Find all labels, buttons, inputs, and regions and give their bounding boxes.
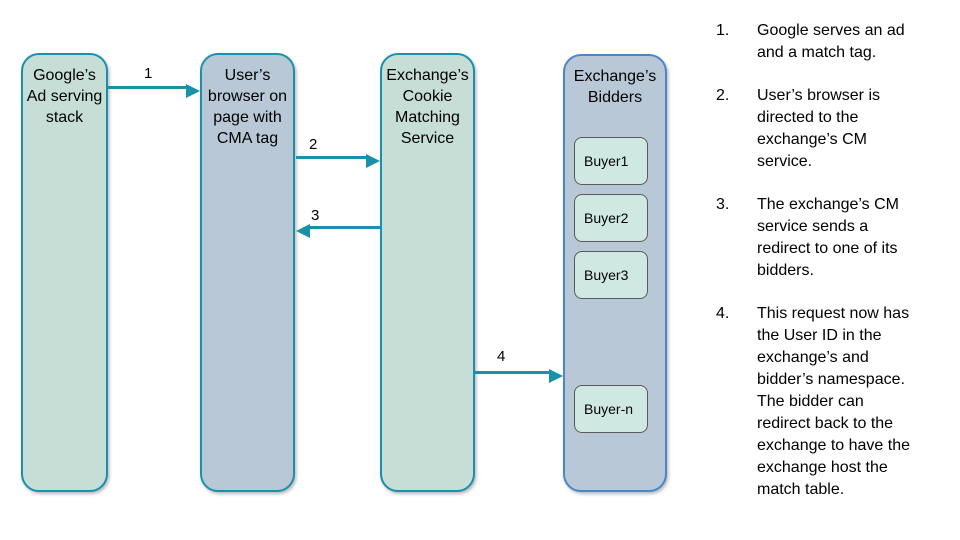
buyer-box-3-label: Buyer3 [584, 267, 629, 283]
buyer-box-n: Buyer-n [574, 385, 648, 433]
arrow-2 [296, 153, 380, 168]
arrow-3 [296, 223, 380, 238]
step-4-text: This request now has the User ID in the … [757, 305, 911, 498]
step-3-number: 3. [716, 196, 730, 213]
arrow-3-label: 3 [311, 207, 320, 224]
buyer-box-1: Buyer1 [574, 137, 648, 185]
node-cookie-matching-service: Exchange’s Cookie Matching Service [380, 53, 475, 492]
buyer-box-1-label: Buyer1 [584, 153, 629, 169]
step-item-4: 4. This request now has the User ID in t… [716, 303, 944, 501]
buyer-box-2-label: Buyer2 [584, 210, 629, 226]
step-3-text: The exchange’s CM service sends a redire… [757, 196, 899, 279]
node-google-ad-serving-label: Google’s Ad serving stack [26, 67, 103, 126]
arrow-1-label: 1 [144, 65, 153, 82]
arrow-1 [108, 83, 200, 98]
buyer-box-2: Buyer2 [574, 194, 648, 242]
node-exchange-bidders-label: Exchange’s Bidders [573, 68, 657, 106]
buyer-box-n-label: Buyer-n [584, 401, 634, 417]
step-2-number: 2. [716, 87, 730, 104]
step-item-2: 2. User’s browser is directed to the exc… [716, 85, 944, 173]
steps-panel: 1. Google serves an ad and a match tag. … [716, 20, 944, 501]
arrow-2-label: 2 [309, 136, 318, 153]
step-4-number: 4. [716, 305, 730, 322]
buyer-box-3: Buyer3 [574, 251, 648, 299]
step-1-number: 1. [716, 22, 730, 39]
step-item-3: 3. The exchange’s CM service sends a red… [716, 194, 944, 282]
node-cookie-matching-service-label: Exchange’s Cookie Matching Service [386, 67, 469, 147]
node-users-browser-label: User’s browser on page with CMA tag [207, 67, 288, 147]
step-item-1: 1. Google serves an ad and a match tag. [716, 20, 944, 64]
step-2-text: User’s browser is directed to the exchan… [757, 87, 880, 170]
node-users-browser: User’s browser on page with CMA tag [200, 53, 295, 492]
node-google-ad-serving: Google’s Ad serving stack [21, 53, 108, 492]
arrow-4-label: 4 [497, 348, 506, 365]
step-1-text: Google serves an ad and a match tag. [757, 22, 905, 61]
arrow-4 [475, 368, 563, 383]
